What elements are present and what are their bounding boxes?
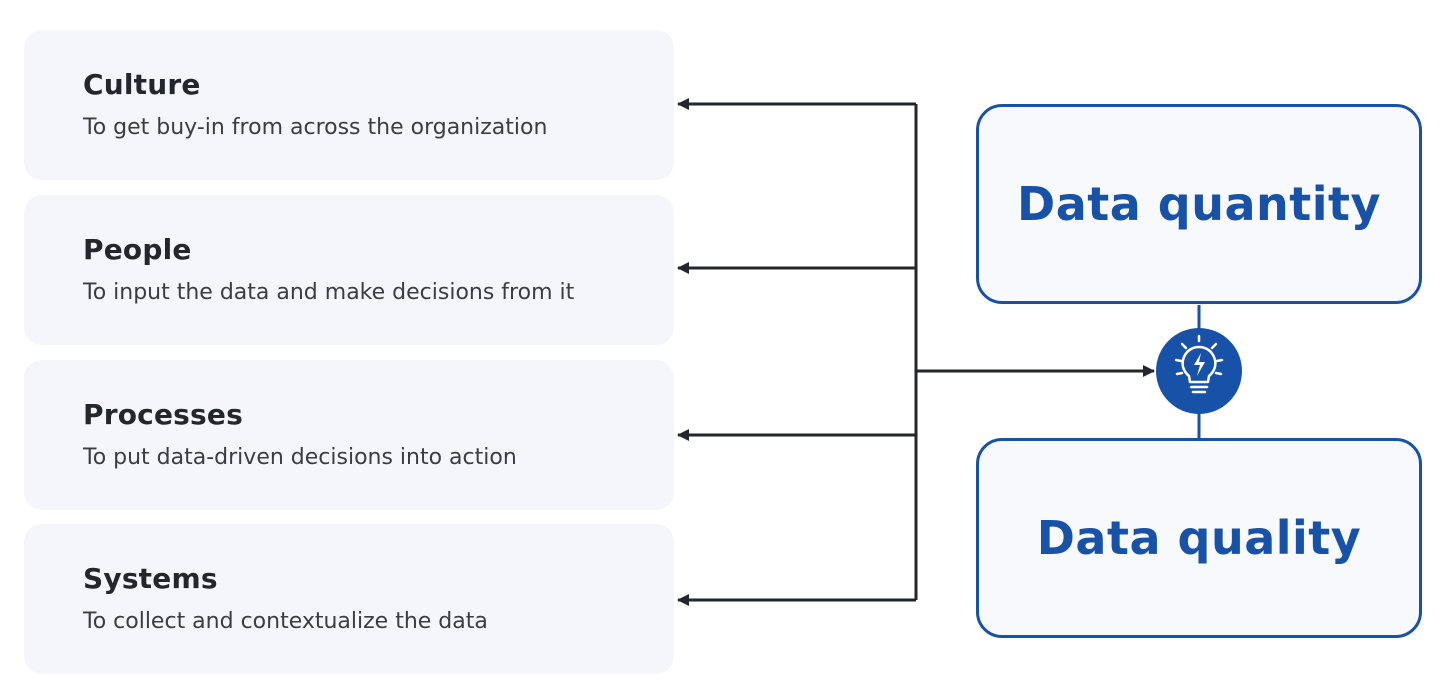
outcome-label: Data quantity — [1017, 177, 1381, 231]
factor-description: To get buy-in from across the organizati… — [83, 115, 548, 140]
factor-description: To input the data and make decisions fro… — [83, 280, 575, 305]
factor-title: Culture — [83, 68, 201, 101]
factor-title: Processes — [83, 398, 243, 431]
factor-card-culture: Culture To get buy-in from across the or… — [24, 30, 674, 180]
factor-title: People — [83, 233, 192, 266]
lightbulb-icon — [1156, 328, 1242, 414]
factor-title: Systems — [83, 562, 218, 595]
outcome-box-data-quality: Data quality — [976, 438, 1422, 638]
factor-description: To put data-driven decisions into action — [83, 445, 517, 470]
factor-description: To collect and contextualize the data — [83, 609, 488, 634]
factor-card-people: People To input the data and make decisi… — [24, 195, 674, 345]
factor-card-systems: Systems To collect and contextualize the… — [24, 524, 674, 674]
outcome-label: Data quality — [1036, 511, 1362, 565]
outcome-box-data-quantity: Data quantity — [976, 104, 1422, 304]
factor-card-processes: Processes To put data-driven decisions i… — [24, 360, 674, 510]
